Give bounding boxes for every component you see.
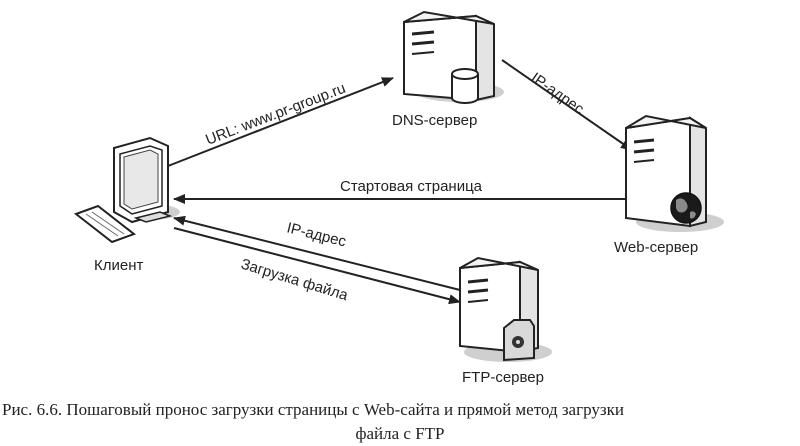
figure-caption: Рис. 6.6. Пошаговый пронос загрузки стра… <box>0 398 800 446</box>
url-arrow-label: URL: www.pr-group.ru <box>203 80 348 149</box>
ftp-label: FTP-сервер <box>462 369 544 386</box>
network-diagram: URL: www.pr-group.ru IP-адрес Стартовая … <box>73 10 724 386</box>
ip-arrow-ftp <box>173 215 461 291</box>
client-computer-icon <box>73 136 180 244</box>
globe-icon <box>670 192 702 224</box>
ip-arrow-ftp-label: IP-адрес <box>285 219 348 250</box>
download-arrow <box>173 227 461 305</box>
caption-line-2: файла с FTP <box>355 424 445 443</box>
ip-arrow-dns-web <box>501 59 633 151</box>
caption-line-1: Рис. 6.6. Пошаговый пронос загрузки стра… <box>2 400 624 419</box>
client-label: Клиент <box>94 257 143 274</box>
ftp-folder-icon <box>503 319 535 362</box>
dns-label: DNS-сервер <box>392 112 477 129</box>
url-arrow <box>167 77 394 167</box>
web-label: Web-сервер <box>614 239 698 256</box>
dns-server-icon <box>403 10 504 104</box>
download-arrow-label: Загрузка файла <box>239 256 351 305</box>
start-page-arrow-label: Стартовая страница <box>340 178 483 195</box>
ip-arrow-dns-web-label: IP-адрес <box>528 69 588 118</box>
